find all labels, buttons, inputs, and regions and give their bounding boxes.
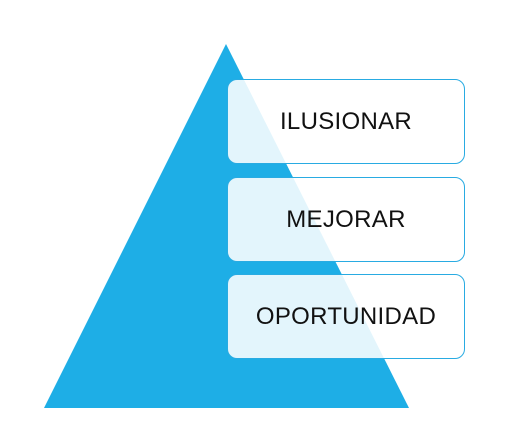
level-label-3: OPORTUNIDAD — [255, 302, 437, 330]
level-box-3: OPORTUNIDAD — [227, 274, 465, 359]
level-label-1: ILUSIONAR — [279, 107, 413, 135]
level-box-2: MEJORAR — [227, 177, 465, 262]
level-box-1: ILUSIONAR — [227, 79, 465, 164]
level-label-2: MEJORAR — [286, 205, 406, 233]
